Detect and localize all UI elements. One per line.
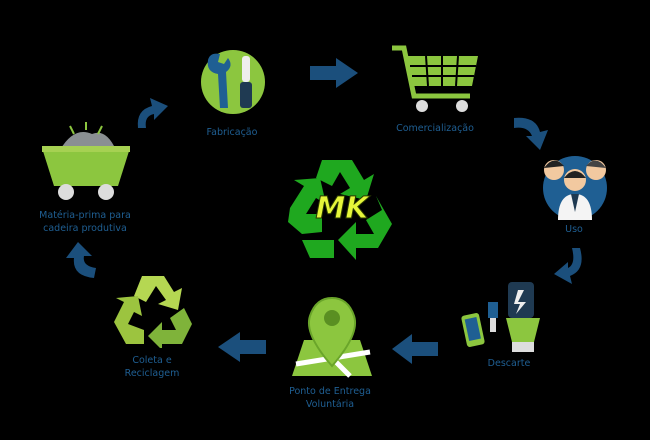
mk-logo-text: MK <box>315 191 371 226</box>
label-line: Reciclagem <box>124 368 180 379</box>
shopping-cart-icon <box>392 45 478 112</box>
label-line: Matéria-prima para <box>39 210 131 221</box>
step-label-comercializacao: Comercialização <box>396 123 474 134</box>
left-arrow-icon <box>218 332 266 362</box>
label-line: cadeira produtiva <box>43 223 127 234</box>
curved-arrow-icon <box>137 98 168 128</box>
mine-cart-icon <box>42 122 130 200</box>
step-label-materia-prima: Matéria-prima para cadeira produtiva <box>15 209 155 235</box>
recycle-icon <box>114 276 192 348</box>
mk-recycle-logo-icon: MK <box>288 160 392 260</box>
right-arrow-icon <box>310 58 358 88</box>
label-line: Voluntária <box>305 399 355 410</box>
map-pin-icon <box>292 296 372 378</box>
step-label-fabricacao: Fabricação <box>206 127 258 138</box>
step-label-uso: Uso <box>565 224 583 235</box>
curved-arrow-icon <box>514 117 548 150</box>
curved-arrow-icon <box>554 248 582 284</box>
discarded-devices-icon <box>461 282 540 352</box>
wrench-screwdriver-icon <box>201 50 265 114</box>
step-label-coleta: Coleta e Reciclagem <box>82 354 222 380</box>
left-arrow-icon <box>392 334 438 364</box>
label-line: Ponto de Entrega <box>289 386 371 397</box>
step-label-descarte: Descarte <box>487 358 531 369</box>
label-line: Coleta e <box>132 355 172 366</box>
people-icon <box>543 156 607 220</box>
curved-arrow-icon <box>66 242 96 278</box>
